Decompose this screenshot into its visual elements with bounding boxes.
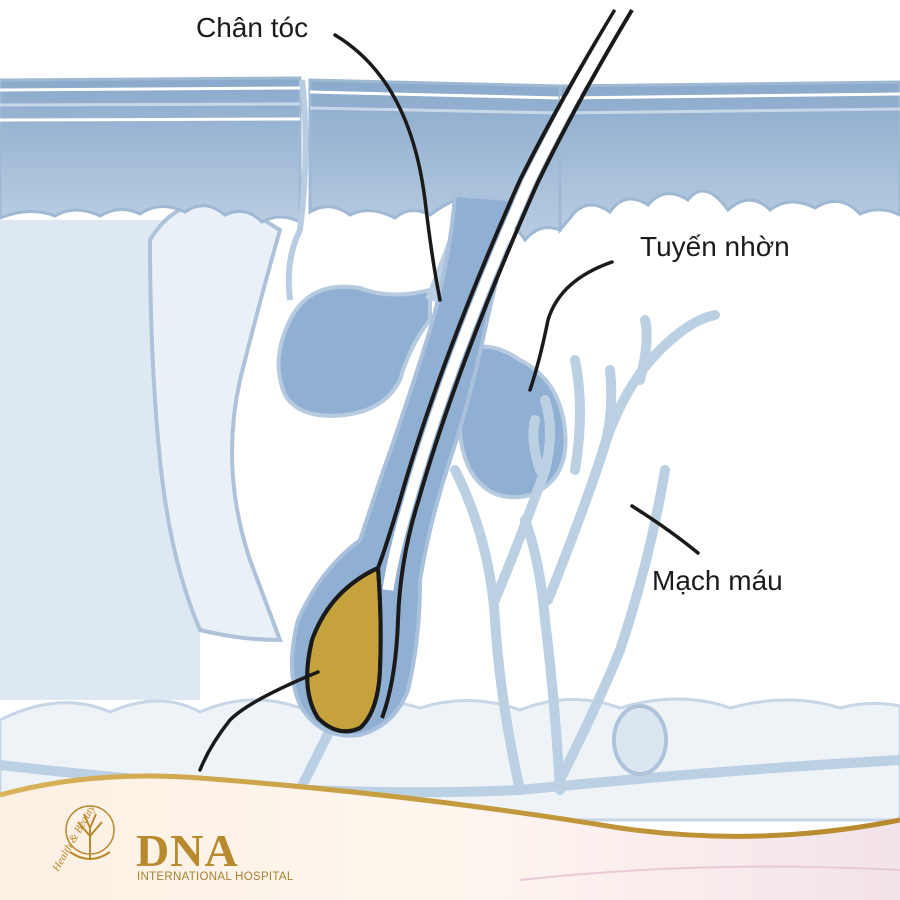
stratum-line <box>309 90 561 100</box>
footer-band: Health & Beauty DNA INTERNATIONAL HOSPIT… <box>0 773 900 900</box>
vessel-branch <box>528 415 545 475</box>
label-sebaceous-gland: Tuyến nhờn <box>640 231 790 262</box>
vessel-branch <box>450 465 525 795</box>
stratum-line <box>0 117 301 122</box>
bulb-outline <box>305 566 379 734</box>
stratum-line <box>559 92 900 100</box>
hair-shaft <box>358 8 617 730</box>
stratum-line <box>309 106 561 115</box>
vessel-branch <box>520 515 565 795</box>
dermis-column <box>147 199 283 643</box>
label-hair-root: Chân tóc <box>196 12 308 43</box>
vessel-branch <box>570 355 585 475</box>
leader-lines <box>198 33 700 772</box>
leader-bulb <box>198 670 320 772</box>
labels: Chân tóc Tuyến nhờn Mạch máu <box>192 8 790 596</box>
blood-vessels <box>295 310 720 795</box>
vessel-branch <box>635 315 652 385</box>
epidermis-right <box>558 80 900 235</box>
stratum-line <box>0 86 301 92</box>
footer-accent-line <box>519 865 900 881</box>
footer-gold-swoosh <box>0 773 900 839</box>
tree-icon <box>65 805 115 860</box>
hair-follicle <box>290 7 634 738</box>
brand-name: DNA <box>136 825 239 876</box>
stratum-line <box>0 102 301 107</box>
label-bg <box>192 8 332 48</box>
vessel-branch <box>490 395 555 605</box>
brand-subtitle: INTERNATIONAL HOSPITAL <box>137 871 294 883</box>
dna-logo: Health & Beauty DNA INTERNATIONAL HOSPIT… <box>50 803 294 883</box>
epidermis-seam <box>285 79 309 301</box>
label-blood-vessel: Mạch máu <box>652 565 783 596</box>
sebaceous-gland-left <box>276 284 432 418</box>
vessel-branch <box>595 310 720 465</box>
epidermis-left <box>0 76 302 225</box>
leader-sebaceous <box>528 260 614 392</box>
hair-shaft-core <box>382 7 628 591</box>
fat-cell <box>612 704 668 776</box>
hair-shaft-inner <box>380 8 634 719</box>
leader-hair-root <box>333 33 442 302</box>
stratum-line <box>559 107 900 115</box>
leader-blood-vessel <box>630 504 700 555</box>
